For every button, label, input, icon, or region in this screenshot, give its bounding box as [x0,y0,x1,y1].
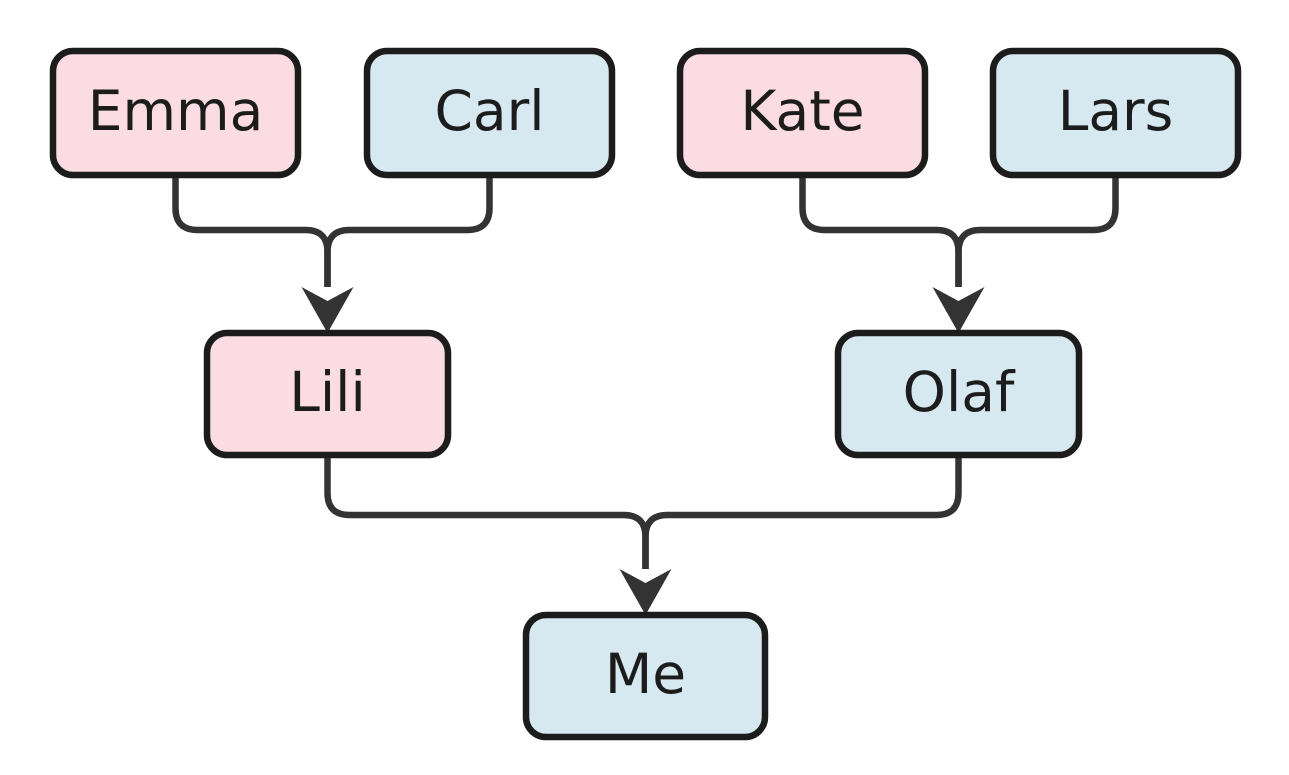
node-carl-box[interactable] [363,47,616,179]
node-lili[interactable]: Lili [203,329,452,459]
node-emma-box[interactable] [49,47,302,179]
node-emma-label: Emma [88,79,264,143]
node-lili-box[interactable] [203,329,452,459]
node-carl[interactable]: Carl [363,47,616,179]
node-me[interactable]: Me [522,611,769,741]
node-olaf-box[interactable] [834,329,1083,459]
node-lars[interactable]: Lars [989,47,1242,179]
arrow-lili-icon [301,287,354,333]
arrowheads-layer [301,287,985,615]
node-kate[interactable]: Kate [676,47,929,179]
arrow-me-icon [619,569,672,615]
node-me-label: Me [605,642,686,706]
node-olaf[interactable]: Olaf [834,329,1083,459]
node-carl-label: Carl [435,79,545,143]
node-lars-label: Lars [1058,79,1174,143]
node-lars-box[interactable] [989,47,1242,179]
edge-emma-lili [172,175,331,287]
node-kate-box[interactable] [676,47,929,179]
arrow-olaf-icon [932,287,985,333]
node-lili-label: Lili [289,360,365,424]
edge-kate-olaf [799,175,962,287]
node-olaf-label: Olaf [903,360,1016,424]
edge-lili-me [324,455,649,569]
node-kate-label: Kate [740,79,864,143]
edge-carl-lili [324,175,493,287]
node-me-box[interactable] [522,611,769,741]
edge-olaf-me [642,455,962,569]
edge-lars-olaf [955,175,1119,287]
edges-layer [172,175,1119,569]
node-emma[interactable]: Emma [49,47,302,179]
